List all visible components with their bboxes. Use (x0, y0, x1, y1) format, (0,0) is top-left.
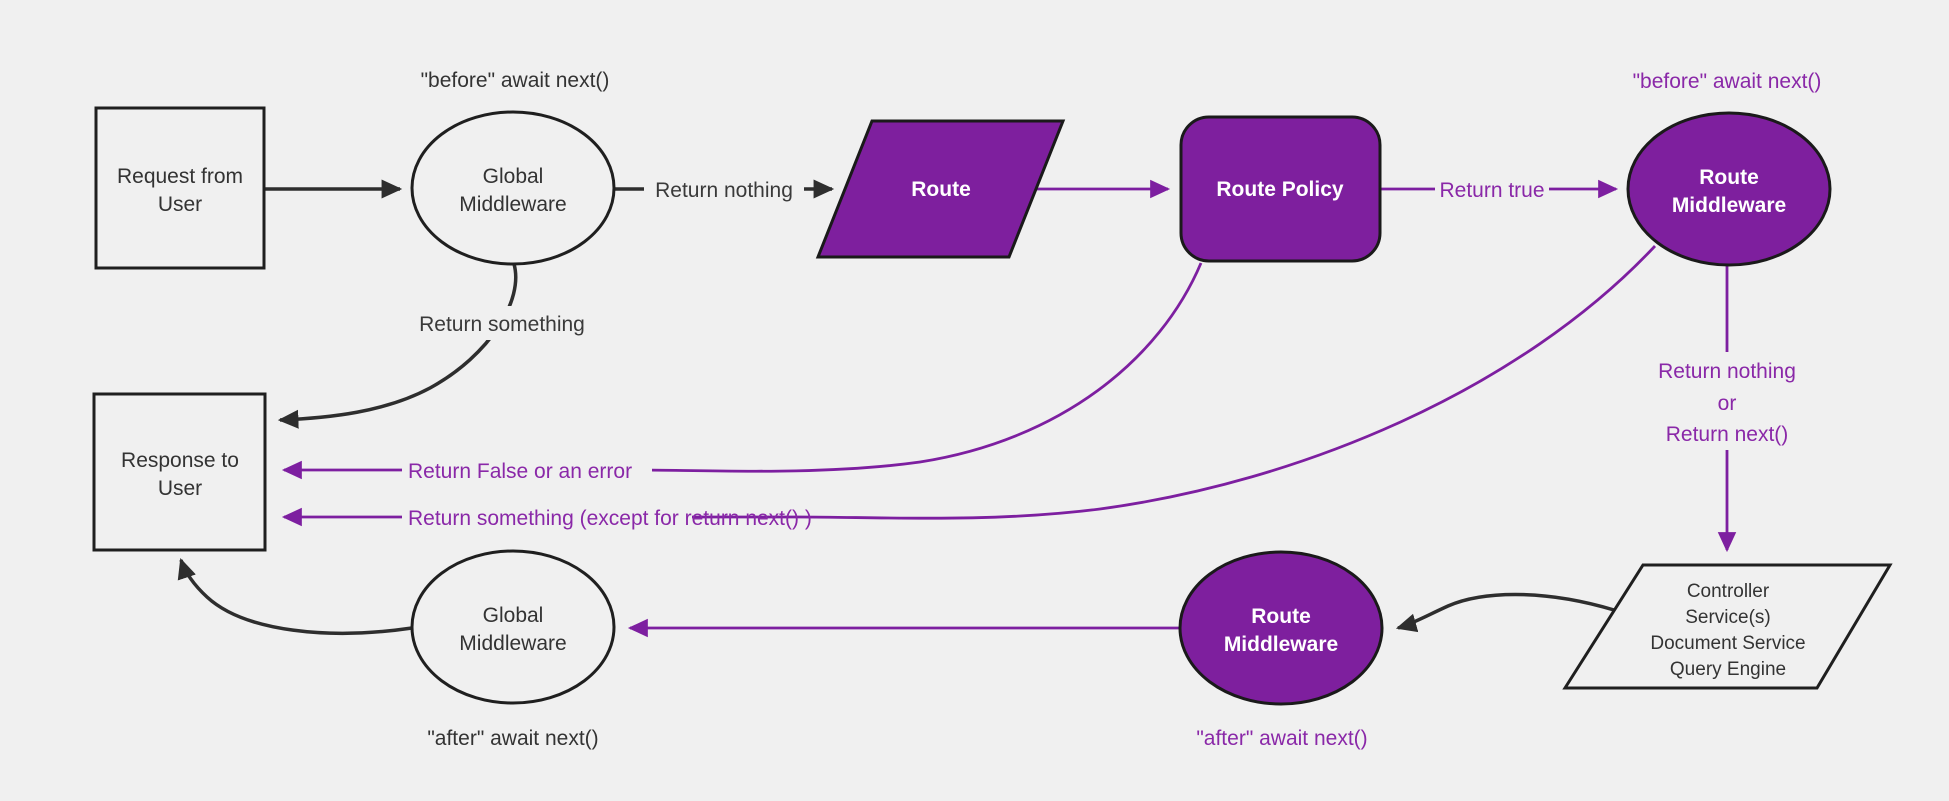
global-middleware-bottom-line1: Global (483, 604, 544, 627)
edge-label-return-false: Return False or an error (408, 460, 632, 483)
edge-label-return-nothing-line2: or (1718, 392, 1737, 415)
global-middleware-top-line2: Middleware (459, 193, 566, 216)
services-line4: Query Engine (1670, 659, 1786, 680)
route-label: Route (911, 178, 971, 201)
global-middleware-bottom-line2: Middleware (459, 632, 566, 655)
edge-label-return-something: Return something (419, 313, 585, 336)
node-route-middleware-bottom: Route Middleware (1178, 550, 1384, 706)
annotation-before-global-middleware: "before" await next() (421, 69, 610, 92)
edge-route-middleware-to-response (281, 245, 1657, 527)
return-nothing-label-bg (644, 171, 804, 205)
edge-label-return-nothing: Return nothing (655, 179, 793, 202)
global-middleware-top-line1: Global (483, 165, 544, 188)
edge-label-return-true: Return true (1439, 179, 1544, 202)
return-nothing-or-label-bg (1624, 352, 1830, 450)
services-line2: Service(s) (1685, 607, 1771, 628)
route-policy-label: Route Policy (1216, 178, 1344, 201)
return-true-label-bg (1435, 171, 1549, 205)
node-route-middleware-top: Route Middleware (1626, 111, 1832, 267)
response-to-user-line2: User (158, 477, 202, 500)
request-from-user-line1: Request from (117, 165, 243, 188)
annotation-after-global-middleware: "after" await next() (427, 727, 598, 750)
route-middleware-top-line2: Middleware (1672, 194, 1786, 217)
return-something-except-label-bg (402, 500, 692, 533)
edge-global-middleware-to-response (277, 263, 518, 429)
services-line3: Document Service (1650, 633, 1805, 654)
edge-label-return-nothing-line3: Return next() (1666, 423, 1789, 446)
route-middleware-bottom-line2: Middleware (1224, 633, 1338, 656)
node-global-middleware-top: Global Middleware (410, 110, 616, 266)
node-global-middleware-bottom: Global Middleware (410, 549, 616, 705)
return-false-label-bg (402, 453, 652, 486)
request-from-user-line2: User (158, 193, 202, 216)
node-route-policy: Route Policy (1179, 115, 1382, 263)
edge-route-policy-to-response (281, 262, 1203, 480)
edge-services-to-route-middleware-bottom (1395, 592, 1615, 633)
node-request-from-user: Request from User (94, 106, 266, 270)
response-to-user-line1: Response to (121, 449, 239, 472)
return-something-label-bg (406, 306, 598, 340)
services-line1: Controller (1687, 581, 1770, 602)
node-route: Route (815, 119, 1066, 259)
edge-label-return-something-except: Return something (except for return next… (408, 507, 812, 530)
node-response-to-user: Response to User (92, 392, 267, 552)
annotation-after-route-middleware: "after" await next() (1196, 727, 1367, 750)
annotation-before-route-middleware: "before" await next() (1633, 70, 1822, 93)
node-controller-services: Controller Service(s) Document Service Q… (1562, 563, 1893, 690)
route-middleware-top-line1: Route (1699, 166, 1759, 189)
route-middleware-bottom-line1: Route (1251, 605, 1311, 628)
edge-global-middleware-bottom-to-response (177, 557, 413, 635)
edge-label-return-nothing-line1: Return nothing (1658, 360, 1796, 383)
